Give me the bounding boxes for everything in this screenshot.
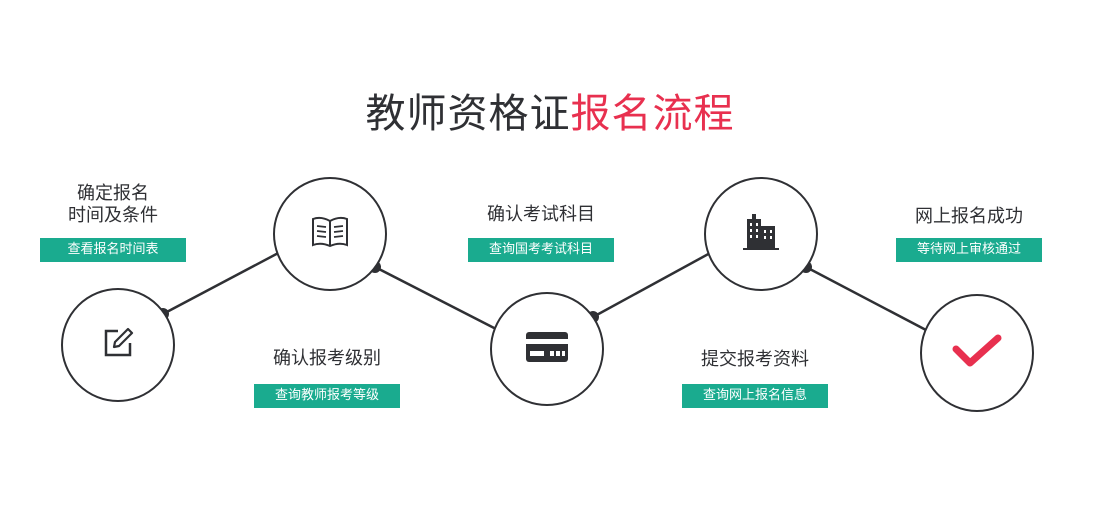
title-part-dark: 教师资格证 xyxy=(365,91,571,137)
step-2-circle xyxy=(273,177,387,291)
building-icon xyxy=(742,213,780,255)
connector-line-1-2 xyxy=(162,248,285,316)
step-4-label: 提交报考资料 xyxy=(701,349,809,370)
card-icon xyxy=(526,332,568,366)
step-3-button[interactable]: 查询国考考试科目 xyxy=(468,238,614,262)
step-5-label: 网上报名成功 xyxy=(915,206,1023,227)
edit-icon xyxy=(101,326,135,364)
step-1-label: 确定报名 时间及条件 xyxy=(68,183,158,226)
step-3-circle xyxy=(490,292,604,406)
connector-line-4-5 xyxy=(805,265,927,332)
page-title: 教师资格证报名流程 xyxy=(0,86,1100,142)
connector-line-3-4 xyxy=(592,250,713,319)
step-2-button[interactable]: 查询教师报考等级 xyxy=(254,384,400,408)
step-2-label: 确认报考级别 xyxy=(273,348,381,369)
title-part-highlight: 报名流程 xyxy=(570,91,735,137)
step-5-button[interactable]: 等待网上审核通过 xyxy=(896,238,1042,262)
book-icon xyxy=(311,216,349,252)
step-3-label: 确认考试科目 xyxy=(487,204,595,225)
step-4-button[interactable]: 查询网上报名信息 xyxy=(682,384,828,408)
step-5-circle xyxy=(920,294,1034,412)
step-1-button[interactable]: 查看报名时间表 xyxy=(40,238,186,262)
checkmark-icon xyxy=(952,333,1002,373)
step-4-circle xyxy=(704,177,818,291)
connector-line-2-3 xyxy=(374,265,499,332)
step-1-circle xyxy=(61,288,175,402)
